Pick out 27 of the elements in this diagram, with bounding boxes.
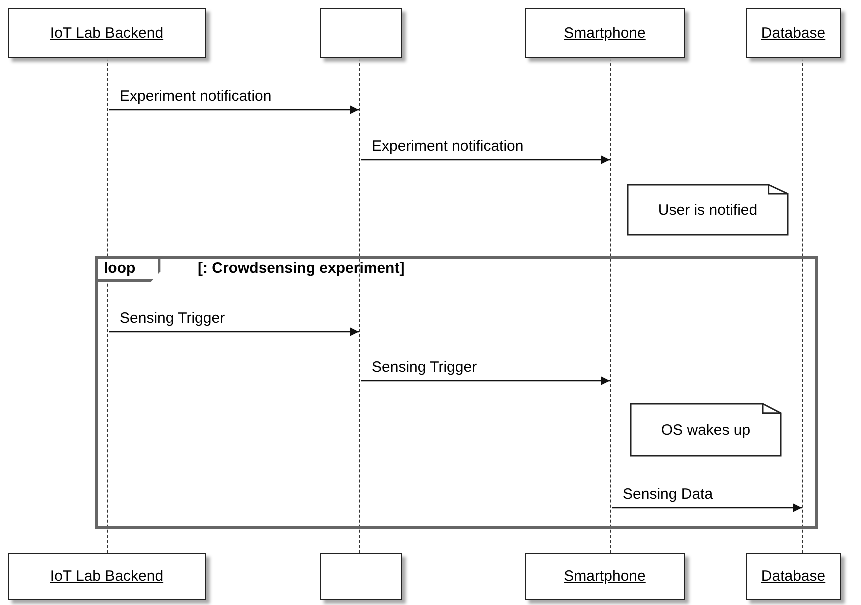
message-label: Experiment notification <box>371 138 525 155</box>
message-arrow <box>109 328 359 336</box>
lifeline <box>359 58 361 553</box>
participant-box: IoT Lab Backend <box>8 8 206 58</box>
participant-box <box>320 8 402 58</box>
participant-box: Smartphone <box>525 553 685 600</box>
message-arrow <box>612 504 802 512</box>
message-arrow <box>361 156 610 164</box>
note: OS wakes up <box>631 404 781 456</box>
loop-tag: loop <box>98 259 161 282</box>
participant-box: Database <box>746 553 841 600</box>
message-arrow <box>361 376 610 386</box>
message-label: Experiment notification <box>119 88 273 105</box>
participant-box: Database <box>746 8 841 58</box>
loop-frame <box>95 256 818 529</box>
note: User is notified <box>628 185 788 235</box>
lifeline <box>610 58 612 553</box>
message-label: Sensing Data <box>622 486 714 503</box>
lifeline <box>802 58 804 553</box>
participant-box: IoT Lab Backend <box>8 553 206 600</box>
message-label: Sensing Trigger <box>119 310 226 327</box>
loop-condition: [: Crowdsensing experiment] <box>198 260 405 277</box>
message-label: Sensing Trigger <box>371 359 478 376</box>
lifeline <box>107 58 109 553</box>
message-arrow <box>109 106 359 114</box>
participant-box: Smartphone <box>525 8 685 58</box>
participant-box <box>320 553 402 600</box>
